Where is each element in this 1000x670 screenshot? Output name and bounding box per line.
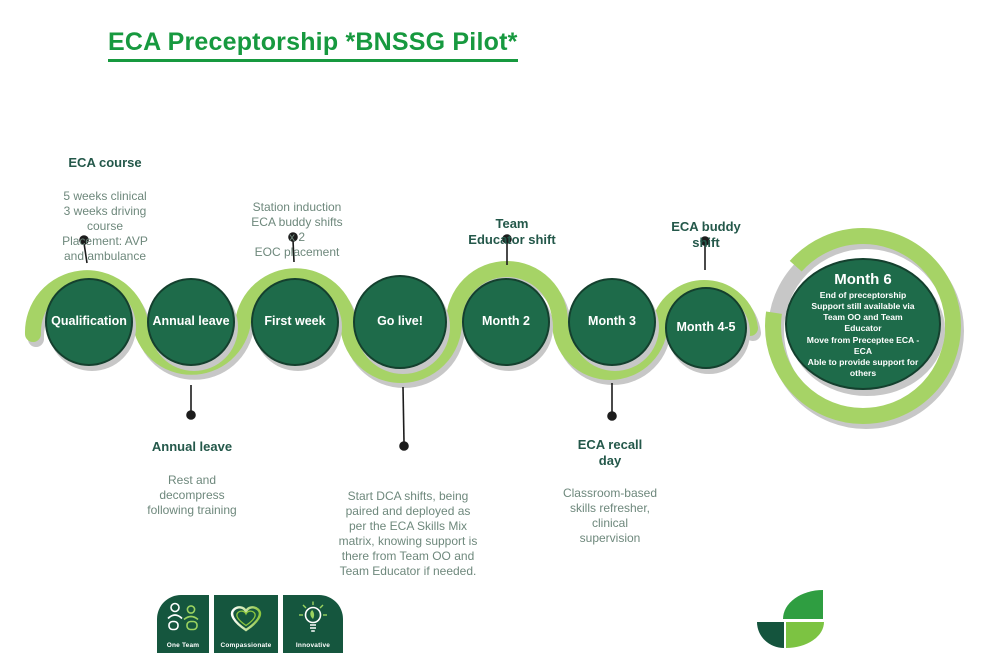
timeline-circle-month-4-5: Month 4-5 bbox=[665, 287, 747, 369]
logo-leaf-bottom-right bbox=[786, 622, 824, 648]
circle-label: Month 4-5 bbox=[676, 320, 736, 335]
connector-line bbox=[402, 386, 405, 443]
value-tile-innovative: Innovative bbox=[283, 595, 343, 653]
note-station-induction: Station induction ECA buddy shifts x 2 E… bbox=[222, 164, 372, 278]
heart-icon bbox=[230, 606, 262, 632]
circle-label: Month 3 bbox=[588, 314, 636, 329]
connector-dot bbox=[399, 441, 409, 451]
connector-dot bbox=[186, 410, 196, 420]
timeline-circle-month-2: Month 2 bbox=[462, 278, 550, 366]
timeline-circle-annual-leave: Annual leave bbox=[147, 278, 235, 366]
people-icon bbox=[167, 602, 199, 631]
value-tile-one-team: One Team bbox=[157, 595, 209, 653]
note-body: Start DCA shifts, being paired and deplo… bbox=[338, 489, 478, 578]
logo-leaf-bottom-left bbox=[757, 622, 784, 648]
month6-line: End of preceptorship bbox=[819, 289, 907, 300]
note-heading: Team Educator shift bbox=[468, 216, 556, 247]
month6-line: Support still available via Team OO and … bbox=[811, 300, 915, 334]
circle-label: First week bbox=[264, 314, 326, 329]
note-heading: ECA course bbox=[68, 155, 142, 170]
value-label: Compassionate bbox=[220, 642, 272, 649]
page-title: ECA Preceptorship *BNSSG Pilot* bbox=[108, 28, 518, 62]
note-eca-buddy-shift: ECA buddy shift bbox=[646, 201, 766, 286]
connector-line bbox=[83, 242, 88, 264]
timeline-circle-go-live: Go live! bbox=[353, 275, 447, 369]
timeline-circle-first-week: First week bbox=[251, 278, 339, 366]
connector-dot bbox=[288, 232, 298, 242]
note-heading: Annual leave bbox=[151, 439, 233, 454]
wave bbox=[24, 228, 961, 424]
connector-dot bbox=[700, 236, 710, 246]
timeline-circle-qualification: Qualification bbox=[45, 278, 133, 366]
note-body: 5 weeks clinical 3 weeks driving course … bbox=[62, 188, 148, 263]
value-tile-compassionate: Compassionate bbox=[214, 595, 278, 653]
connector-dot bbox=[502, 234, 512, 244]
note-body: Station induction ECA buddy shifts x 2 E… bbox=[251, 200, 343, 259]
note-start-dca-shifts: Start DCA shifts, being paired and deplo… bbox=[323, 453, 493, 597]
note-body: Rest and decompress following training bbox=[147, 472, 237, 517]
values-strip: One Team Compassionate bbox=[157, 595, 343, 653]
connector-dot bbox=[607, 411, 617, 421]
month6-title: Month 6 bbox=[834, 270, 892, 288]
timeline-circle-month-3: Month 3 bbox=[568, 278, 656, 366]
circle-label: Month 2 bbox=[482, 314, 530, 329]
value-label: One Team bbox=[166, 642, 200, 649]
logo-leaf-top bbox=[783, 590, 823, 619]
circle-label: Annual leave bbox=[152, 314, 230, 329]
circle-label: Go live! bbox=[377, 314, 423, 329]
note-heading: ECA recall day bbox=[577, 437, 643, 468]
month6-ring bbox=[765, 228, 961, 424]
note-eca-course: ECA course 5 weeks clinical 3 weeks driv… bbox=[35, 137, 175, 282]
connector-line bbox=[292, 239, 295, 263]
value-label: Innovative bbox=[295, 642, 331, 649]
connectors bbox=[79, 232, 710, 451]
connector-dot bbox=[79, 235, 89, 245]
wave-path bbox=[24, 261, 758, 383]
timeline-circle-month-6: Month 6 End of preceptorship Support sti… bbox=[785, 258, 941, 390]
note-eca-recall-day: ECA recall day Classroom-based skills re… bbox=[545, 419, 675, 564]
circle-label: Qualification bbox=[51, 314, 127, 329]
note-heading: ECA buddy shift bbox=[671, 219, 741, 250]
lightbulb-icon bbox=[299, 601, 327, 632]
month6-line: Able to provide support for others bbox=[807, 356, 919, 379]
note-team-educator-shift: Team Educator shift bbox=[442, 198, 582, 283]
note-annual-leave: Annual leave Rest and decompress followi… bbox=[117, 421, 267, 536]
note-body: Classroom-based skills refresher, clinic… bbox=[562, 486, 658, 546]
organisation-logo bbox=[757, 590, 829, 648]
month6-line: Move from Preceptee ECA - ECA bbox=[806, 334, 920, 356]
